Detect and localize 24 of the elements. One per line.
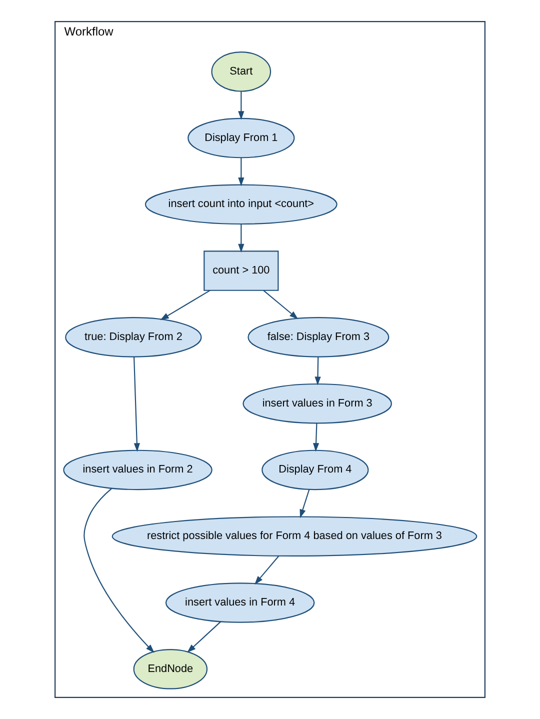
- node-ellipse: EndNode: [133, 649, 208, 690]
- arrow: [238, 91, 244, 120]
- arrow: [134, 356, 140, 452]
- arrow: [300, 489, 310, 518]
- node-ellipse: false: Display From 3: [248, 317, 390, 358]
- arrow: [84, 488, 154, 653]
- node-ellipse: insert values in Form 4: [165, 582, 315, 623]
- node-box: count > 100: [204, 250, 279, 291]
- arrow: [187, 621, 222, 653]
- node-ellipse: Display From 1: [188, 118, 295, 158]
- node-ellipse: restrict possible values for Form 4 based on values of Form 3: [112, 516, 478, 556]
- arrow: [160, 290, 210, 320]
- node-ellipse: insert values in Form 3: [242, 383, 392, 424]
- node-ellipse: insert count into input <count>: [144, 184, 338, 225]
- node-ellipse: Start: [211, 52, 272, 92]
- node-ellipse: true: Display From 2: [65, 317, 202, 358]
- arrow: [238, 158, 244, 186]
- arrow: [263, 290, 298, 320]
- arrow: [254, 556, 280, 585]
- arrow: [313, 423, 320, 452]
- arrow: [238, 224, 244, 253]
- node-ellipse: Display From 4: [262, 450, 369, 490]
- arrow: [314, 356, 321, 386]
- node-ellipse: insert values in Form 2: [63, 450, 212, 490]
